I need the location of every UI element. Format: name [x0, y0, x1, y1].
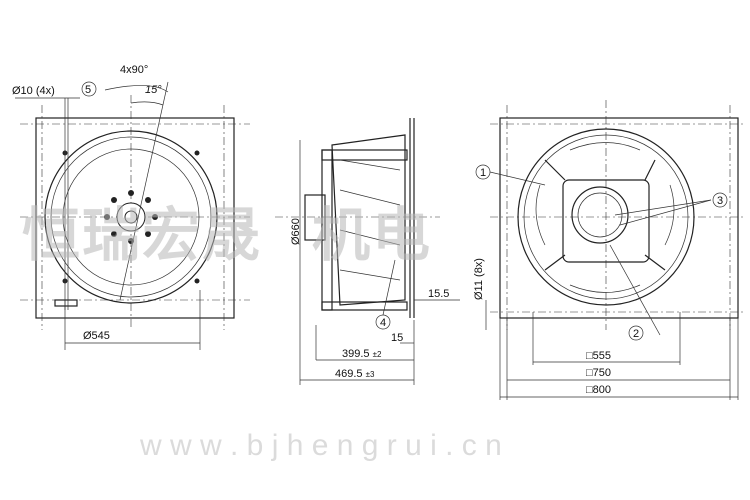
- dim-15-5-label: 15.5: [428, 288, 449, 300]
- callout-2: 2: [633, 328, 639, 340]
- callout-5: 5: [85, 84, 91, 96]
- dim-469-value: 469.5: [335, 368, 363, 380]
- dim-15-label: 15: [391, 332, 403, 344]
- dim-469-tolerance: ±3: [366, 370, 375, 379]
- callout-4: 4: [380, 317, 386, 329]
- watermark-url: w w w . b j h e n g r u i . c n: [139, 429, 502, 462]
- hole-label-front: Ø10 (4x): [12, 85, 55, 97]
- dim-399-tolerance: ±2: [373, 350, 382, 359]
- diameter-660-label: Ø660: [290, 218, 302, 245]
- side-view: [275, 118, 460, 385]
- square-800-label: □800: [586, 384, 611, 396]
- square-555-label: □555: [586, 350, 611, 362]
- rear-view: [475, 100, 745, 400]
- angle-offset-label: 15°: [145, 84, 162, 96]
- square-750-label: □750: [586, 367, 611, 379]
- dim-399-label: 399.5 ±2: [342, 348, 382, 360]
- diameter-545-label: Ø545: [83, 330, 110, 342]
- dim-469-label: 469.5 ±3: [335, 368, 375, 380]
- front-view: [15, 81, 250, 350]
- watermark-chinese: 恒瑞宏晟机电: [22, 203, 430, 268]
- callout-3: 3: [717, 195, 723, 207]
- hole-label-rear: Ø11 (8x): [473, 258, 485, 300]
- callout-1: 1: [480, 167, 486, 179]
- angle-pitch-label: 4x90°: [120, 64, 148, 76]
- dim-399-value: 399.5: [342, 348, 370, 360]
